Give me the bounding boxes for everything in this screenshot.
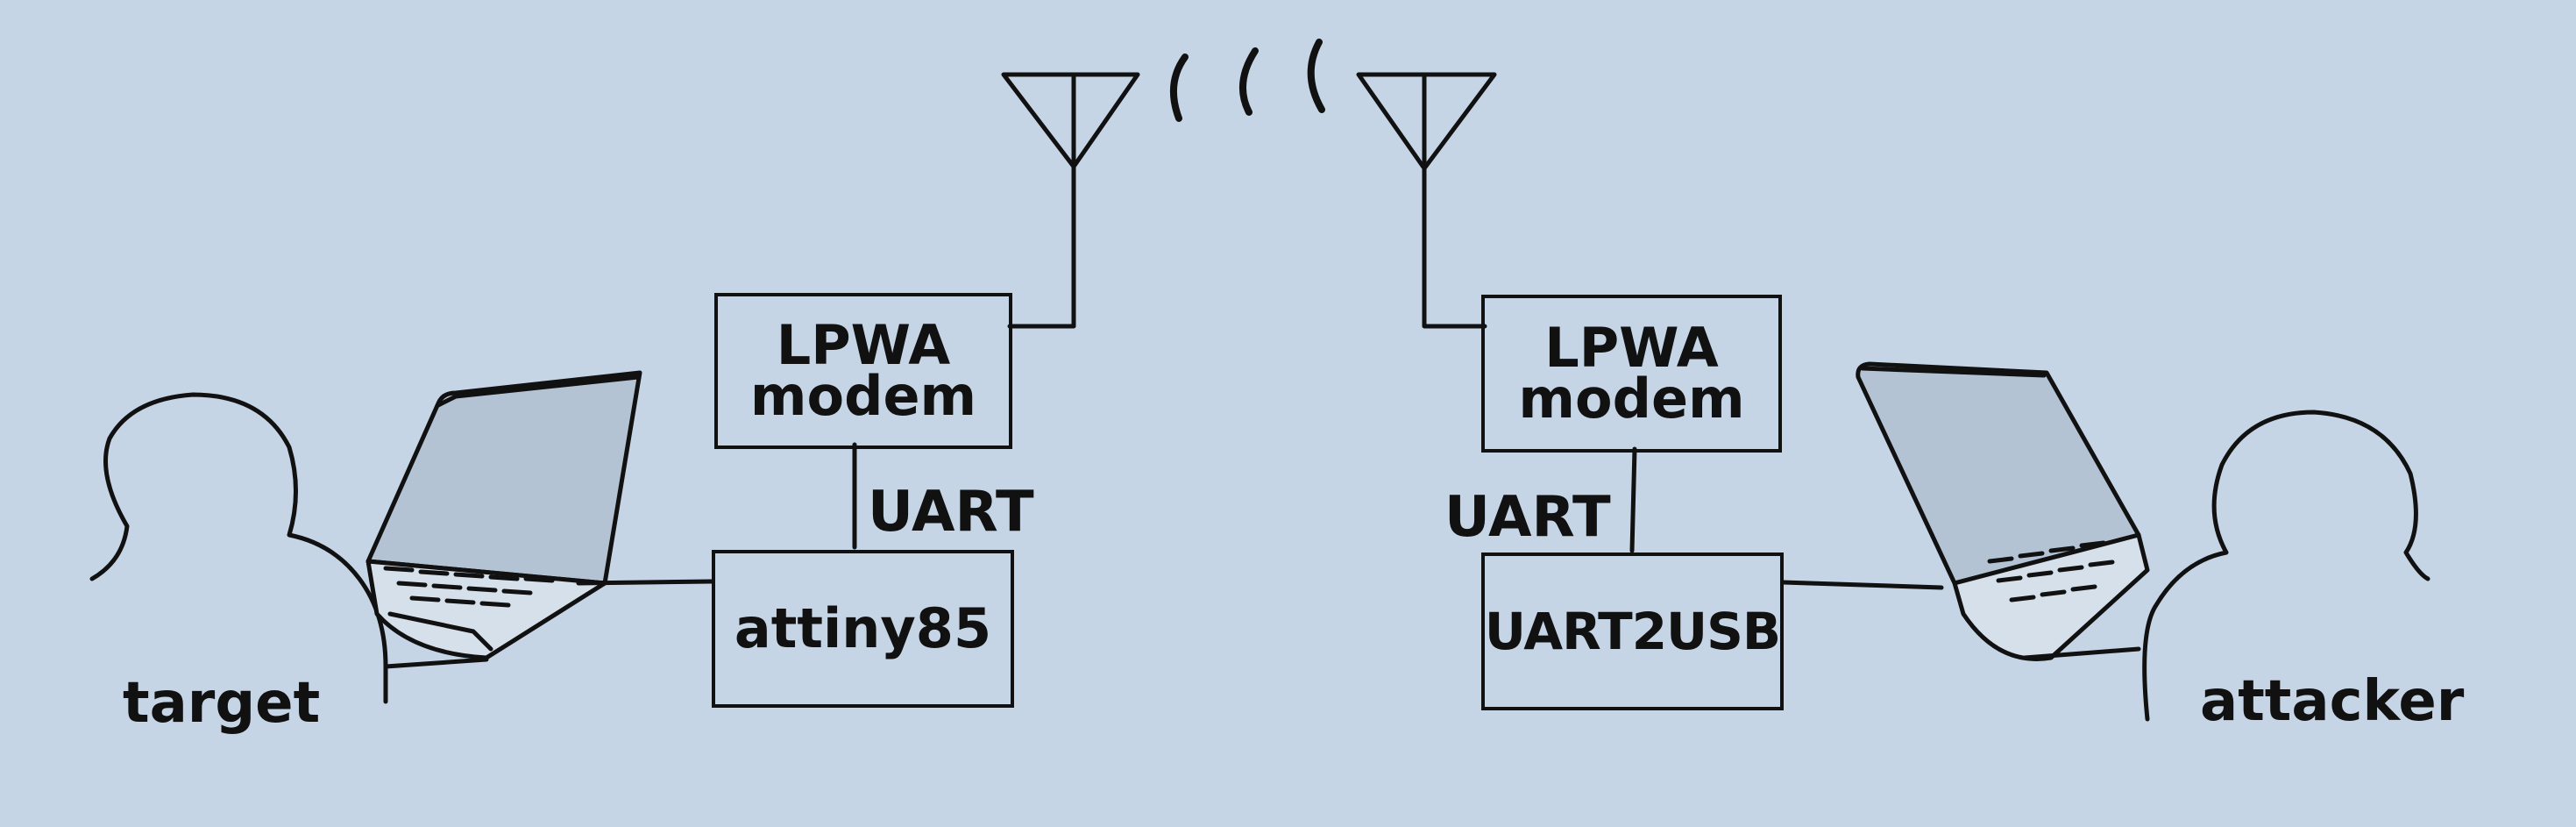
attiny85-box: attiny85 — [712, 550, 1014, 708]
antenna-icon — [1356, 72, 1497, 329]
target-label: target — [123, 671, 321, 736]
lpwa-modem-box-right: LPWA modem — [1481, 295, 1782, 453]
modem-label: LPWA modem — [1518, 316, 1745, 431]
usb-cable — [1780, 580, 1944, 590]
antenna-icon — [1001, 72, 1140, 329]
lpwa-modem-box-left: LPWA modem — [714, 293, 1012, 449]
attacker-label: attacker — [2200, 669, 2465, 734]
uart-label-left: UART — [868, 480, 1034, 545]
uart-label-right: UART — [1444, 485, 1611, 550]
uart2usb-box: UART2USB — [1481, 553, 1784, 710]
laptop-icon — [1856, 361, 2150, 661]
person-icon — [2142, 410, 2431, 722]
modem-label: LPWA modem — [749, 313, 977, 428]
radio-wave-icon — [1169, 39, 1325, 122]
mcu-label: attiny85 — [734, 596, 992, 660]
usb-cable — [576, 579, 714, 586]
person-icon — [89, 392, 388, 704]
adapter-label: UART2USB — [1484, 602, 1781, 661]
laptop-icon — [365, 370, 642, 669]
